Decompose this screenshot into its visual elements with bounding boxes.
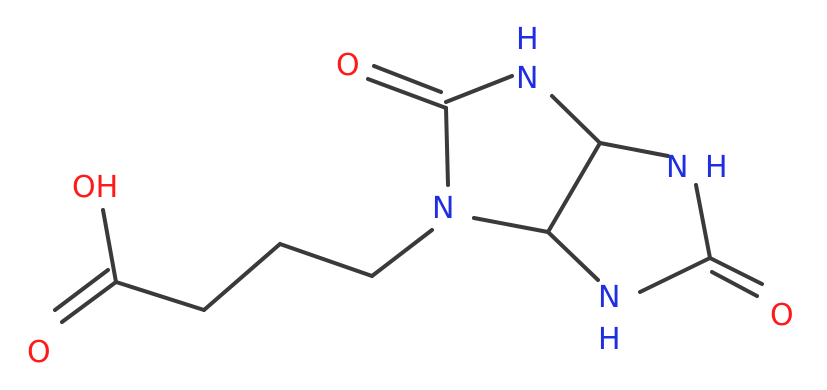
atom-o-top: O: [336, 48, 360, 83]
atom-o-right: O: [770, 298, 794, 333]
bond-lines: [53, 64, 764, 324]
bond-bridge-nh-right: [598, 141, 670, 158]
bond-nh-bottom-bridge: [546, 230, 600, 282]
atom-n-top: N: [516, 61, 538, 96]
bond-bridge-bridge: [546, 141, 602, 234]
bond-nh-right-c: [694, 183, 712, 260]
bond-co-right-1: [708, 256, 764, 286]
bond-co-top-1: [366, 77, 448, 110]
bond-co-acid-1: [60, 280, 118, 324]
atom-n-right: N: [666, 150, 688, 185]
atom-h-right: H: [705, 150, 728, 185]
bond-co-top-2: [372, 64, 443, 94]
atom-h-top: H: [516, 22, 539, 57]
bond-nh-bridge-top: [550, 94, 602, 145]
bond-chain-3: [202, 242, 282, 312]
atom-labels: O H N N H N OH O N H O: [27, 22, 794, 370]
bond-co-right-2: [710, 270, 759, 298]
atom-n-bottom: N: [598, 280, 620, 315]
atom-o-acid: O: [27, 335, 51, 370]
bond-chain-4: [114, 280, 206, 312]
bond-n-chain-1: [370, 228, 434, 278]
bond-n-left-c-top: [444, 106, 450, 187]
bond-bridge-n-left: [472, 216, 550, 234]
atom-h-bottom: H: [598, 322, 621, 357]
bond-co-acid-2: [53, 268, 110, 312]
atom-n-left: N: [432, 191, 454, 226]
bond-c-nh-bottom: [638, 256, 712, 294]
bond-c-oh: [101, 208, 118, 284]
bond-chain-2: [278, 242, 374, 278]
bond-c-nh-top: [444, 74, 514, 104]
atom-oh: OH: [72, 170, 118, 205]
